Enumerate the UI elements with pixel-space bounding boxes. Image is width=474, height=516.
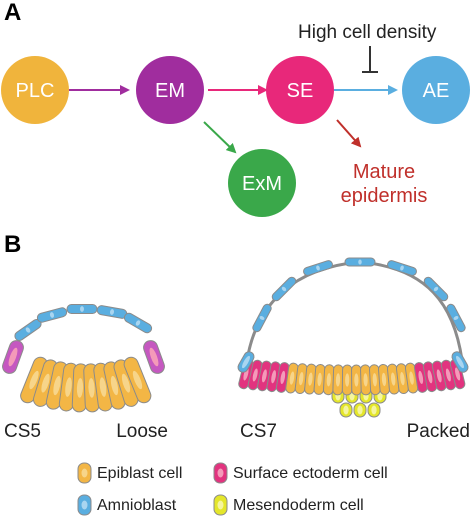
cs5-state-label: Loose (116, 421, 168, 442)
inhibition-bar (362, 46, 378, 73)
amnioblast-cell (344, 257, 376, 267)
surface-ectoderm-cell (2, 340, 24, 374)
amnioblast-cell (14, 318, 42, 342)
amnioblast-cell (96, 305, 128, 319)
amnioblast-cell (271, 276, 297, 302)
cs5-embryo (2, 304, 165, 413)
mesendoderm-cell (367, 402, 381, 418)
amnioblast-cell (237, 351, 255, 373)
amnioblast-cell (446, 303, 466, 333)
node-em: EM (136, 56, 204, 124)
legend-epiblast-label: Epiblast cell (97, 465, 182, 482)
node-exm: ExM (228, 149, 296, 217)
epiblast-cell (332, 364, 344, 396)
legend-amnioblast-label: Amnioblast (97, 497, 177, 514)
cs7-amnion-membrane (246, 260, 464, 361)
epiblast-cell (351, 364, 362, 396)
legend-mesendoderm: Mesendoderm cell (213, 494, 364, 516)
cs7-epiblast-layer (237, 351, 469, 396)
cs5-label: CS5 (4, 421, 41, 442)
amnioblast-cell (451, 351, 469, 373)
amnioblast-cell (36, 307, 68, 323)
mesendoderm-cell (339, 402, 353, 418)
amnioblast-cell (423, 276, 449, 302)
amnioblast-cell (66, 304, 98, 314)
legend-mesendoderm-label: Mesendoderm cell (233, 497, 364, 514)
cs7-embryo (237, 257, 469, 418)
epidermis-label: epidermis (341, 185, 428, 207)
legend-surface-ectoderm-label: Surface ectoderm cell (233, 465, 388, 482)
high-cell-density-label: High cell density (298, 22, 437, 43)
cs5-epiblast-layer (2, 340, 165, 413)
node-em-label: EM (155, 80, 185, 102)
amnioblast-cell (252, 303, 272, 333)
epiblast-cell (377, 363, 391, 395)
node-se-label: SE (287, 80, 314, 102)
amnioblast-cell (387, 260, 417, 276)
node-ae-label: AE (423, 80, 450, 102)
node-se: SE (266, 56, 334, 124)
epiblast-cell (323, 364, 335, 396)
cs5-amnion-layer (14, 304, 153, 342)
cs7-amnion-layer (252, 257, 466, 333)
amnioblast-cell (123, 312, 153, 334)
epiblast-cell (304, 363, 317, 395)
arrow-em-to-exm (203, 121, 237, 154)
node-plc: PLC (1, 56, 69, 124)
mature-label: Mature (353, 161, 415, 183)
node-ae: AE (402, 56, 470, 124)
node-exm-label: ExM (242, 173, 282, 195)
arrow-se-to-mature-epidermis (336, 119, 362, 148)
amnioblast-cell (303, 260, 333, 276)
legend-epiblast: Epiblast cell (77, 462, 182, 484)
legend: Epiblast cell Surface ectoderm cell Amni… (77, 462, 388, 516)
legend-surface-ectoderm: Surface ectoderm cell (213, 462, 388, 484)
panel-b-label: B (4, 231, 21, 258)
legend-amnioblast: Amnioblast (77, 494, 177, 516)
epiblast-cell (341, 364, 353, 396)
cs7-label: CS7 (240, 421, 277, 442)
panel-a-label: A (4, 0, 21, 26)
node-plc-label: PLC (16, 80, 55, 102)
epiblast-cell (123, 356, 152, 404)
epiblast-cell (285, 362, 299, 394)
mesendoderm-cell (353, 402, 367, 418)
surface-ectoderm-cell (143, 340, 165, 374)
cs7-state-label: Packed (407, 421, 470, 442)
